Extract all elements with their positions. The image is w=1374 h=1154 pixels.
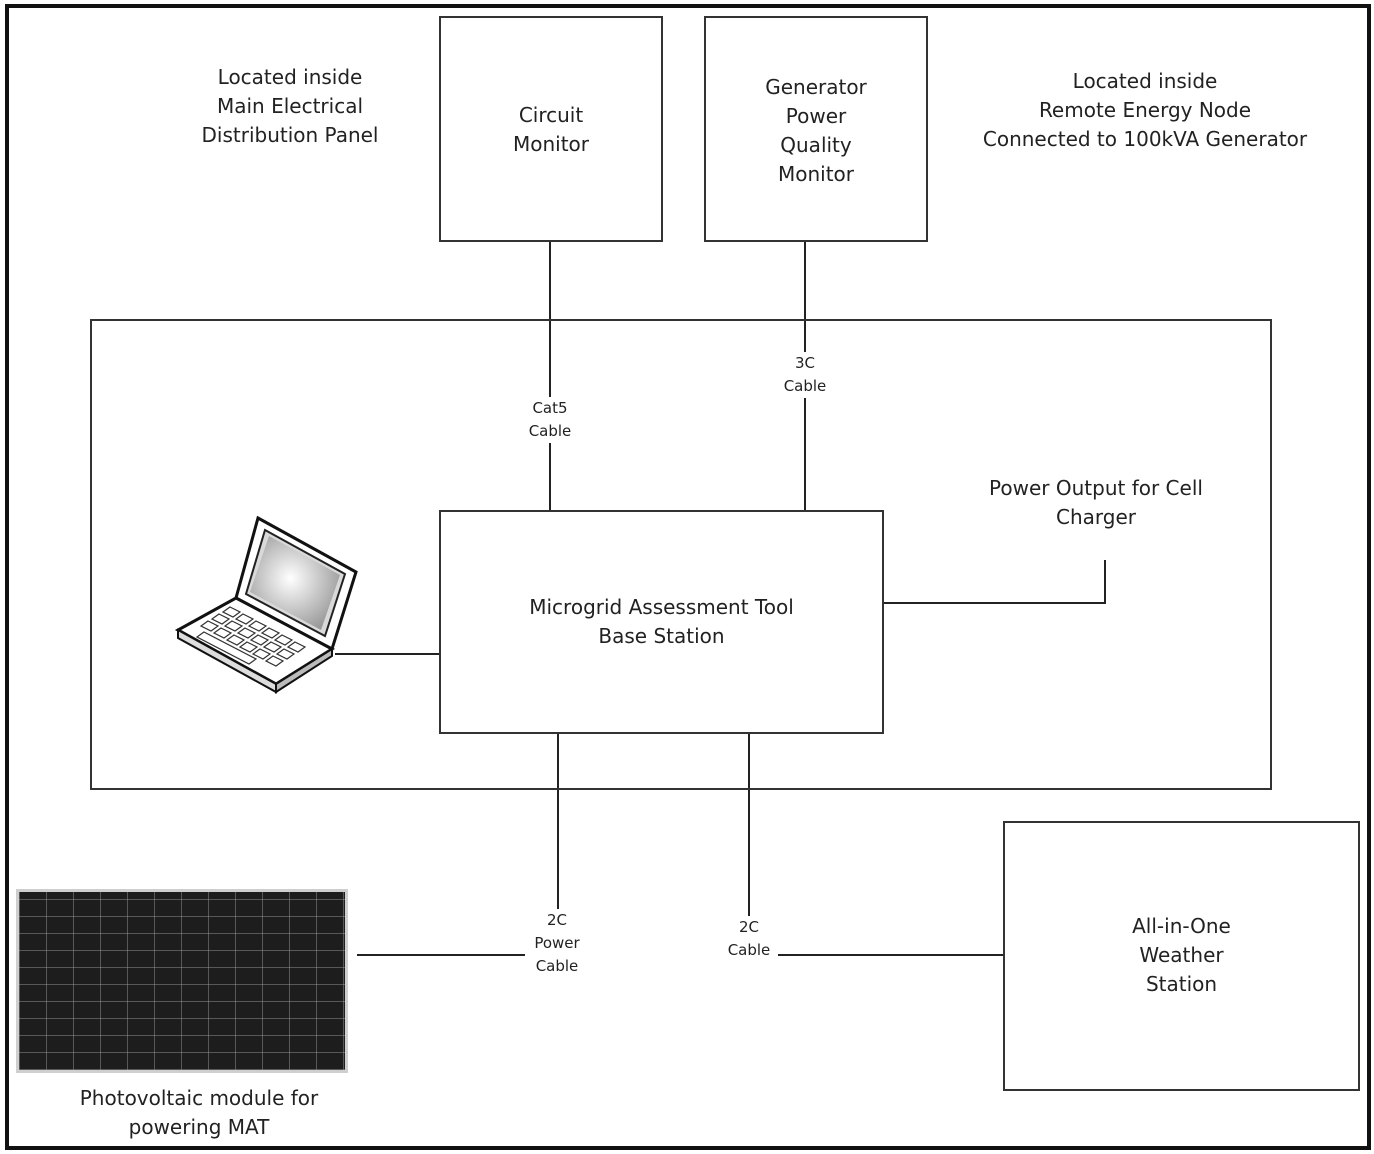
generator-monitor-label: Generator Power Quality Monitor [765, 75, 867, 186]
circuit-monitor-label: Circuit Monitor [512, 103, 590, 156]
note-remote-energy-node: Located inside Remote Energy Node Connec… [982, 69, 1308, 151]
base-station-label: Microgrid Assessment Tool Base Station [529, 595, 794, 648]
photovoltaic-panel [16, 889, 348, 1073]
note-power-output: Power Output for Cell Charger [989, 476, 1203, 529]
pv-caption: Photovoltaic module for powering MAT [79, 1086, 319, 1139]
cable-label-3c: 3C Cable [774, 352, 836, 398]
generator-monitor-box: Generator Power Quality Monitor [704, 16, 928, 242]
base-station-box: Microgrid Assessment Tool Base Station [439, 510, 884, 734]
cable-label-2c: 2C Cable [720, 916, 778, 962]
weather-station-box: All-in-One Weather Station [1003, 821, 1360, 1091]
cable-label-2c-power: 2C Power Cable [525, 909, 589, 978]
laptop-icon [174, 515, 358, 694]
note-main-panel: Located inside Main Electrical Distribut… [201, 65, 379, 147]
cable-label-cat5: Cat5 Cable [519, 397, 581, 443]
circuit-monitor-box: Circuit Monitor [439, 16, 663, 242]
mat-enclosure [90, 319, 1272, 790]
line-base-to-power-output [884, 560, 1106, 604]
diagram-frame [5, 4, 1371, 1150]
weather-station-label: All-in-One Weather Station [1132, 914, 1231, 996]
